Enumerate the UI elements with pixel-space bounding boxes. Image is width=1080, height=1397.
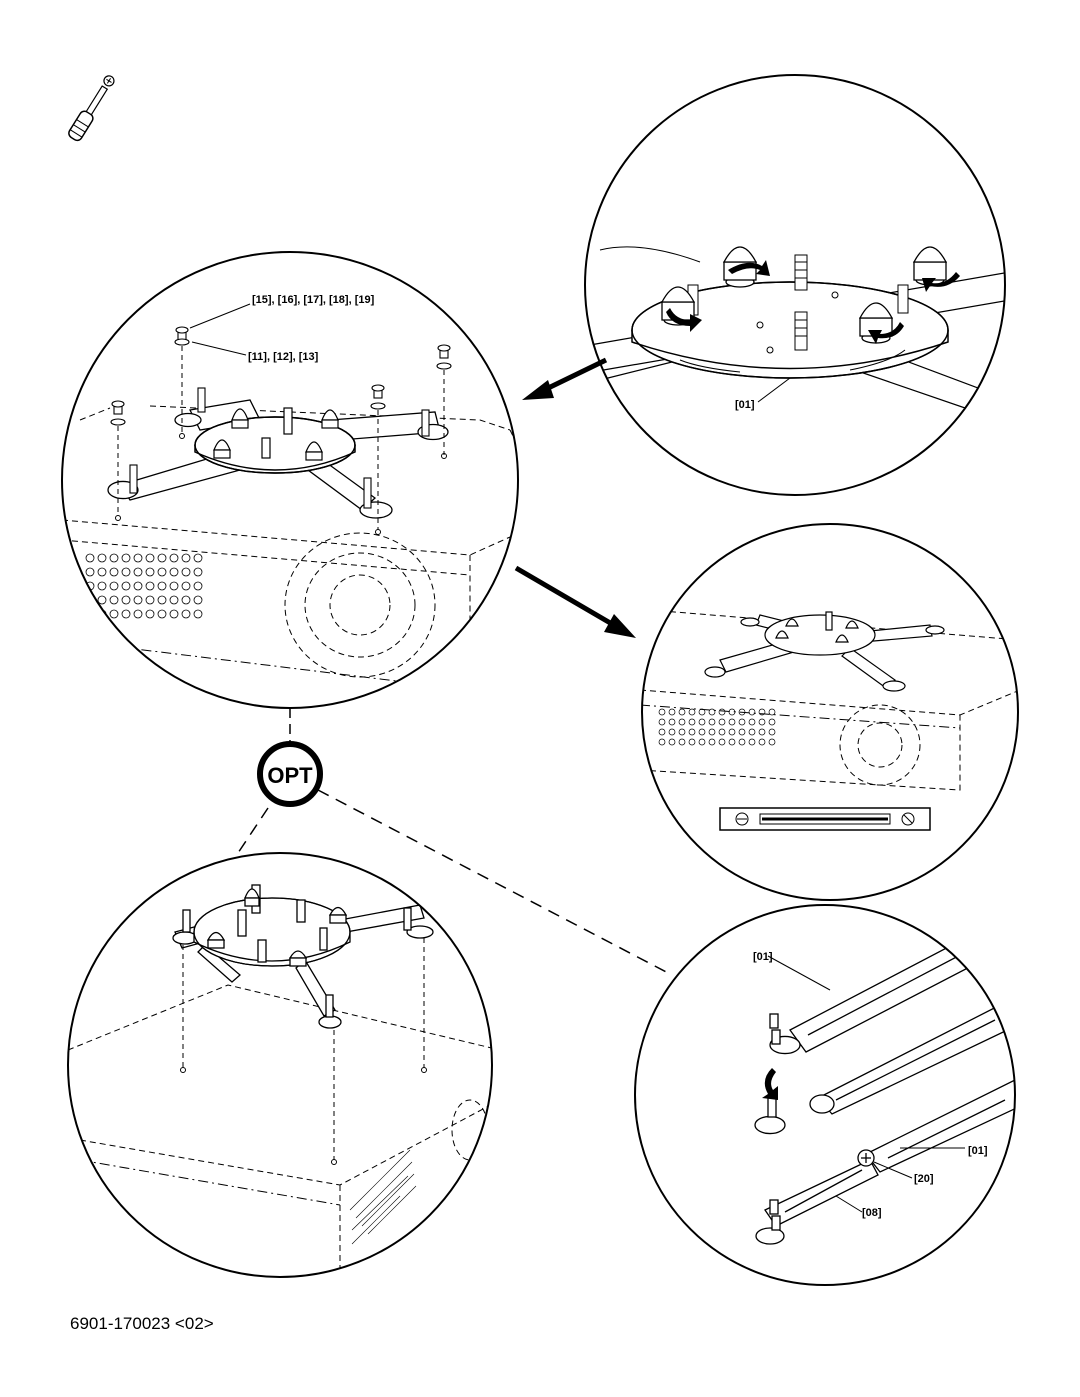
detail-adapter-assembly: [15], [16], [17], [18], [19] [11], [12],… — [61, 251, 519, 709]
screwdriver-icon — [68, 75, 115, 142]
direction-arrow-icon — [514, 357, 636, 638]
detail-arm-extension: [01] [01] [20] [08] — [634, 904, 1016, 1286]
detail-optional-assembly — [67, 852, 493, 1278]
callout-screw: [20] — [914, 1173, 934, 1185]
rotate-arrow-icon — [666, 260, 960, 344]
callout-arm-bottom: [01] — [968, 1145, 988, 1157]
level-icon — [719, 807, 931, 831]
detail-plate-nuts: [01] — [584, 74, 1006, 496]
opt-label: OPT — [267, 763, 313, 788]
detail-mounted-level — [641, 523, 1019, 901]
callout-arm-top: [01] — [753, 951, 773, 963]
document-code: 6901-170023 <02> — [70, 1314, 214, 1333]
callout-screws: [15], [16], [17], [18], [19] — [252, 294, 375, 306]
callout-extension: [08] — [862, 1207, 882, 1219]
callout-plate: [01] — [735, 399, 755, 411]
opt-badge: OPT — [257, 741, 323, 807]
vent-grid — [85, 553, 203, 619]
rotate-arrow-icon — [762, 1068, 778, 1100]
callout-washers: [11], [12], [13] — [248, 351, 319, 363]
